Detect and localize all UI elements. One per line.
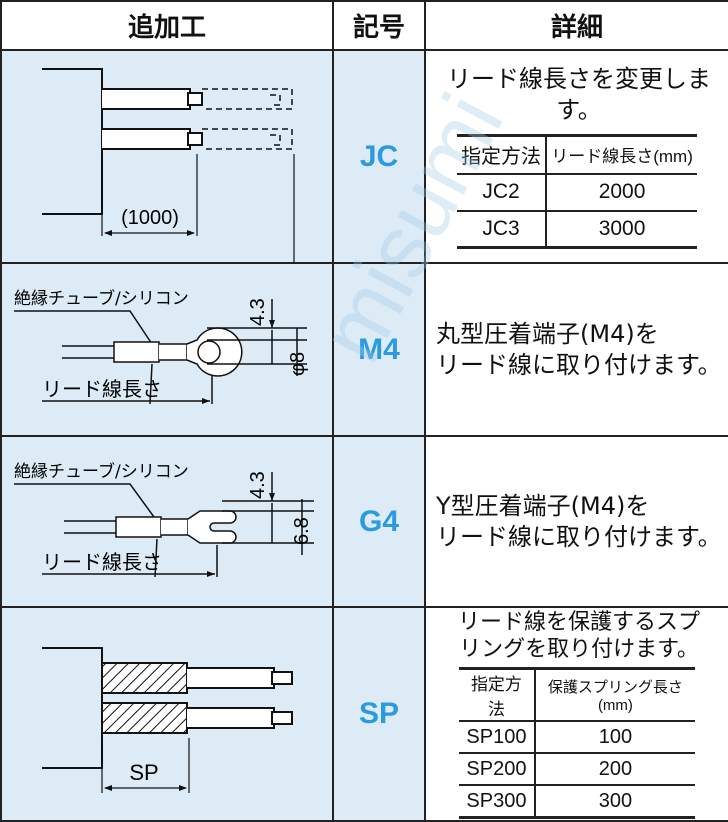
m4-desc-line1: 丸型圧着端子(M4)を (436, 319, 659, 348)
sp-desc-line2: リングを取り付けます。 (459, 637, 699, 663)
sp-dim-label: SP (129, 760, 158, 785)
code-jc: JC (332, 49, 426, 264)
row-m4: 絶縁チューブ/シリコン (0, 262, 728, 437)
sp-details: リード線を保護するスプ リングを取り付けます。 指定方法 保護スプリング長さ(m… (424, 606, 728, 822)
jc-desc: リード線長さを変更します。 (447, 65, 711, 124)
sp-spec-cell: 200 (534, 753, 695, 787)
m4-drawing: 絶縁チューブ/シリコン (14, 288, 309, 405)
m4-desc-line2: リード線に取り付けます。 (436, 350, 722, 379)
sp-spec-cell: 300 (534, 785, 695, 819)
jc-figure: (1000) JC (0, 49, 334, 264)
jc-dim-label: JC (184, 259, 211, 262)
m4-figure: 絶縁チューブ/シリコン (0, 262, 334, 437)
sp-spec-table: 指定方法 保護スプリング長さ(mm) SP100 100 SP200 200 S… (459, 667, 695, 819)
sp-desc-line1: リード線を保護するスプ (457, 610, 700, 636)
jc-spec-head-2: リード線長さ(mm) (546, 134, 697, 175)
jc-details: リード線長さを変更します。 指定方法 リード線長さ(mm) JC2 2000 J… (424, 49, 728, 264)
g4-dim2: 6.8 (291, 517, 313, 545)
sp-spec-cell: SP200 (459, 753, 536, 787)
row-g4: 絶縁チューブ/シリコン リ (0, 435, 728, 608)
jc-spec-cell: 3000 (546, 210, 697, 249)
m4-tube-label: 絶縁チューブ/シリコン (14, 288, 189, 309)
g4-tube-label: 絶縁チューブ/シリコン (14, 461, 189, 482)
header-code: 記号 (332, 0, 426, 51)
sp-spec-head-1: 指定方法 (459, 667, 536, 723)
g4-details: Y型圧着端子(M4)を リード線に取り付けます。 (424, 435, 728, 608)
code-g4: G4 (332, 435, 426, 608)
row-sp: SP SP リード線を保護するスプ リングを取り付けます。 指定方法 保護スプリ… (0, 606, 728, 822)
header-additional-processing: 追加工 (0, 0, 334, 51)
jc-spec-cell: 2000 (546, 173, 697, 212)
m4-details: 丸型圧着端子(M4)を リード線に取り付けます。 (424, 262, 728, 437)
m4-dim2: φ8 (287, 352, 309, 376)
jc-spec-head-1: 指定方法 (457, 134, 548, 175)
g4-desc-line1: Y型圧着端子(M4)を (436, 491, 650, 520)
g4-figure: 絶縁チューブ/シリコン リ (0, 435, 334, 608)
sp-spec-head-2: 保護スプリング長さ(mm) (534, 667, 695, 723)
jc-drawing: (1000) JC (42, 68, 295, 262)
header-details: 詳細 (424, 0, 728, 51)
sp-drawing: SP (42, 647, 293, 793)
sp-spec-cell: SP300 (459, 785, 536, 819)
g4-dim1: 4.3 (247, 471, 269, 499)
sp-spec-cell: SP100 (459, 721, 536, 755)
m4-dim1: 4.3 (247, 298, 269, 326)
g4-drawing: 絶縁チューブ/シリコン リ (14, 461, 314, 578)
row-jc: (1000) JC JC リード線長さを変更します。 指定方法 リード線長さ(m… (0, 49, 728, 264)
code-sp: SP (332, 606, 426, 822)
g4-desc-line2: リード線に取り付けます。 (436, 522, 722, 551)
jc-spec-table: 指定方法 リード線長さ(mm) JC2 2000 JC3 3000 (457, 134, 697, 249)
g4-lead-label: リード線長さ (42, 550, 162, 574)
jc-spec-cell: JC3 (457, 210, 548, 249)
sp-figure: SP (0, 606, 334, 822)
jc-spec-cell: JC2 (457, 173, 548, 212)
jc-dim-length: (1000) (121, 207, 179, 229)
code-m4: M4 (332, 262, 426, 437)
m4-lead-label: リード線長さ (42, 377, 162, 401)
sp-spec-cell: 100 (534, 721, 695, 755)
